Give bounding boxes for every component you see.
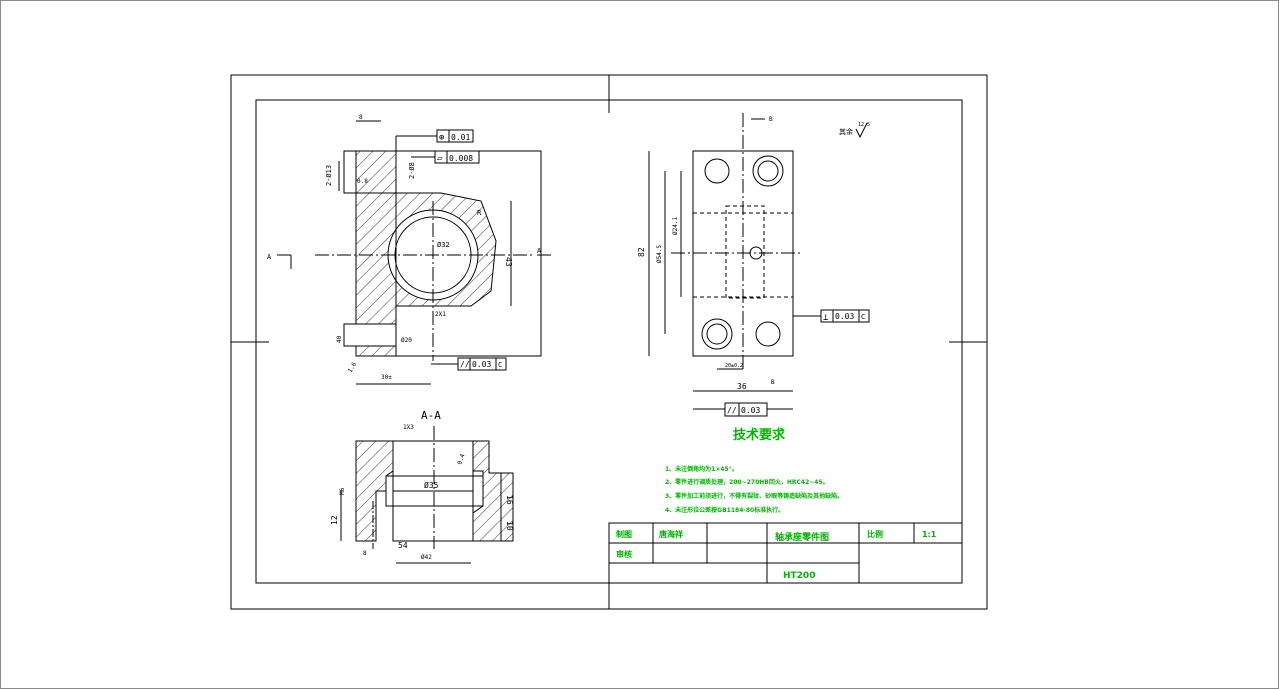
tech-item-3: 3、零件加工前须进行，不得有裂纹、砂眼等铸造缺陷及其他缺陷。 <box>665 492 843 500</box>
title-drawn-label: 制图 <box>616 529 632 539</box>
dim-m: M6 <box>339 487 346 495</box>
side-hole-tl <box>704 158 730 184</box>
tolerance-parallel-left-datum: C <box>498 361 502 369</box>
dim-bot: 30± <box>381 374 392 381</box>
tolerance-position-value-box <box>448 129 474 143</box>
marker-b-top: B <box>769 116 773 123</box>
side-hole-bl-inner <box>706 323 728 345</box>
dim-2x1: 2X1 <box>435 311 446 318</box>
tolerance-flatness-value-box <box>446 150 480 164</box>
dim-r: R <box>477 209 482 217</box>
marker-a-left: A <box>267 253 272 261</box>
front-top-boss <box>343 150 397 194</box>
tolerance-flatness-value: 0.008 <box>449 154 473 163</box>
title-part-name: 轴承座零件图 <box>775 531 829 543</box>
marker-b-bottom: B <box>771 379 775 386</box>
tech-item-4: 4、未注形位公差按GB1184-80标准执行。 <box>665 506 784 514</box>
tolerance-perpendicular-symbol: ⊥ <box>823 313 829 323</box>
tech-heading: 技术要求 <box>733 427 786 443</box>
tolerance-parallel-right-symbol: // <box>727 406 737 415</box>
tolerance-parallel-right-value: 0.03 <box>741 406 760 415</box>
front-view <box>277 120 551 385</box>
tolerance-flatness <box>411 150 480 164</box>
surface-value: 12.5 <box>858 122 870 128</box>
tech-item-2: 2、零件进行调质处理，200~270HB回火，HRC42~45。 <box>665 478 829 486</box>
dim-16b: 16 <box>505 495 514 505</box>
section-view <box>340 426 514 564</box>
dim-left-a: 40 <box>336 335 343 343</box>
tolerance-parallel-left-symbol: // <box>460 360 470 369</box>
dim-b13: 2-Ø13 <box>325 165 333 186</box>
title-block <box>608 522 963 584</box>
side-hidden-groove <box>725 205 765 299</box>
dim-12: 12 <box>330 515 339 525</box>
dim-phi: Ø32 <box>437 241 450 249</box>
dim-small: 0.8 <box>357 178 368 185</box>
dim-inner: Ø20 <box>401 337 412 344</box>
tolerance-parallel-left <box>431 357 507 371</box>
tolerance-parallel-left-datum-box <box>495 357 507 371</box>
dim-241: Ø24.1 <box>672 217 679 235</box>
title-drawn-name: 唐海祥 <box>659 529 683 539</box>
side-hole-br <box>755 321 781 347</box>
dim-1x3: 1X3 <box>403 424 414 431</box>
tolerance-position-symbol: ⊕ <box>439 133 444 143</box>
title-block-frame <box>608 522 963 584</box>
surface-note: 其余 <box>839 127 853 136</box>
dim-43: 43 <box>504 257 513 267</box>
tolerance-perpendicular-value: 0.03 <box>835 312 854 321</box>
dim-b8: 2-Ø8 <box>408 162 416 179</box>
side-view <box>648 113 801 392</box>
tolerance-perpendicular <box>793 309 870 323</box>
marker-a-right: A <box>537 247 542 255</box>
tolerance-perpendicular-datum-box <box>858 309 870 323</box>
tech-item-1: 1、未注倒角均为1×45°。 <box>665 465 738 473</box>
side-hole-tr-outer <box>752 155 784 187</box>
tolerance-parallel-left-value: 0.03 <box>472 360 491 369</box>
side-hole-bl-outer <box>701 318 733 350</box>
dim-botw: Ø42 <box>421 554 432 561</box>
surface-roughness-icon <box>855 122 868 139</box>
dim-top: 8 <box>359 114 363 121</box>
dim-04: 0.4 <box>456 453 466 466</box>
tolerance-flatness-symbol: ▱ <box>437 154 443 164</box>
dim-36: 36 <box>737 382 747 391</box>
title-material: HT200 <box>783 571 815 581</box>
title-scale-label: 比例 <box>867 529 883 539</box>
dim-8b: 8 <box>363 550 367 557</box>
side-hole-tr-inner <box>757 160 779 182</box>
dim-82: 82 <box>637 247 646 257</box>
section-label: A-A <box>421 409 441 422</box>
front-hole-left <box>343 323 397 347</box>
tolerance-position-value: 0.01 <box>451 133 470 142</box>
dim-16: 1.6 <box>347 361 359 374</box>
dim-54: 54 <box>398 541 408 550</box>
title-scale-value: 1:1 <box>922 530 937 539</box>
tolerance-parallel-right <box>693 402 793 417</box>
dim-cent: 20±0.2 <box>725 363 743 369</box>
title-check-label: 审核 <box>616 549 632 559</box>
dim-545: Ø54.5 <box>656 245 663 263</box>
dim-10: 10 <box>505 521 514 531</box>
tolerance-position <box>395 129 474 151</box>
dim-35: Ø35 <box>424 480 439 490</box>
tolerance-perpendicular-datum: C <box>861 313 865 321</box>
section-left-hatch <box>355 440 394 542</box>
